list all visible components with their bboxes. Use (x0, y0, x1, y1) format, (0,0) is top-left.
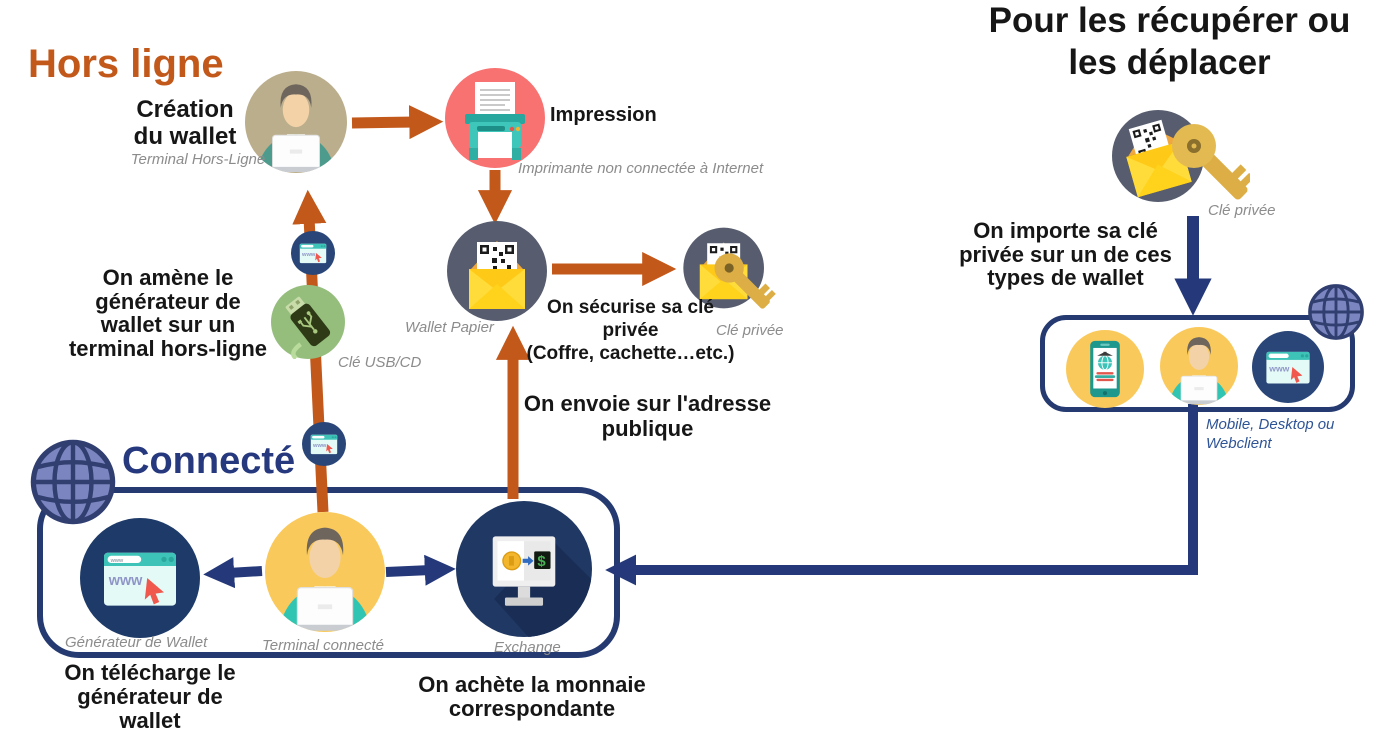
buy-currency-label: On achète la monnaie correspondante (418, 672, 646, 721)
svg-text:www: www (312, 443, 327, 449)
retrieve-section-title: Pour les récupérer ou les déplacer (988, 1, 1351, 82)
connected-section-title: Connecté (122, 440, 296, 482)
private-key-icon (683, 227, 776, 309)
wallet-generator-mini-icon: www (291, 231, 335, 275)
gold-key-icon (1172, 124, 1250, 200)
exchange-icon: $ (456, 501, 592, 637)
offline-section-title: Hors ligne (28, 42, 224, 86)
private-key-caption: Clé privée (716, 322, 784, 339)
connected-terminal-person-icon (265, 512, 385, 632)
webclient-wallet-icon: www (1252, 331, 1324, 403)
arrow-creation-to-print (351, 105, 444, 140)
desktop-wallet-icon (1160, 327, 1238, 405)
globe-icon (30, 439, 116, 525)
creation-wallet-label: Création du wallet (133, 96, 237, 150)
arrow-terminal-to-generator (203, 557, 263, 589)
usb-key-caption: Clé USB/CD (338, 354, 422, 371)
svg-text:$: $ (537, 553, 546, 570)
impression-label: Impression (550, 104, 657, 126)
svg-text:www: www (110, 558, 124, 564)
wallet-generator-icon: www www (80, 518, 200, 638)
arrow-terminal-to-exchange (385, 554, 456, 586)
wallet-generator-caption: Générateur de Wallet (65, 634, 208, 651)
mobile-wallet-icon (1066, 330, 1144, 408)
bring-generator-label: On amène le générateur de wallet sur un … (68, 265, 268, 361)
download-generator-label: On télécharge le générateur de wallet (64, 660, 236, 733)
printer-icon (445, 68, 545, 168)
svg-text:www: www (1268, 363, 1289, 373)
paper-wallet-icon (447, 221, 547, 321)
secure-key-label: On sécurise sa clé privée (Coffre, cache… (526, 297, 735, 364)
import-key-caption: Clé privée (1208, 202, 1276, 219)
connected-terminal-caption: Terminal connecté (262, 637, 385, 654)
wallet-types-caption: Mobile, Desktop ou Webclient (1206, 416, 1335, 452)
svg-text:www: www (301, 252, 316, 258)
exchange-caption: Exchange (494, 639, 561, 656)
import-key-label: On importe sa clé privée sur un de ces t… (959, 218, 1172, 290)
printer-caption: Imprimante non connectée à Internet (518, 160, 764, 177)
wallet-generator-mini-icon: www (302, 422, 346, 466)
offline-terminal-person-icon (245, 71, 347, 173)
import-private-key-icon (1112, 110, 1250, 202)
svg-text:www: www (108, 573, 143, 589)
globe-icon (1308, 284, 1364, 340)
gold-key-icon (714, 253, 776, 309)
arrow-wallettypes-to-exchange (605, 404, 1198, 586)
send-public-address-label: On envoie sur l'adresse publique (523, 391, 772, 441)
paper-wallet-caption: Wallet Papier (405, 319, 494, 336)
usb-key-icon (271, 285, 345, 359)
offline-terminal-caption: Terminal Hors-Ligne (130, 151, 266, 168)
